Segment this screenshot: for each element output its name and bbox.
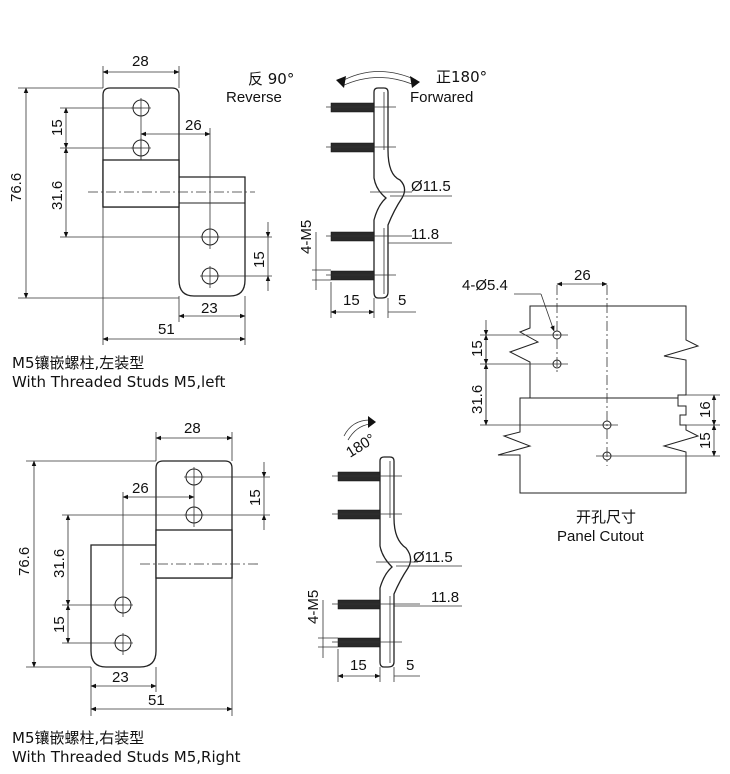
right-dim-26: 26 [132,480,149,497]
rotation-arrow-top [339,71,417,83]
side-view-top: 反 90° Reverse 正180° Forwared Ø11.5 11.8 … [226,68,487,318]
side-top-plate [373,87,406,299]
left-caption-cn: M5镶嵌螺柱,左装型 [12,354,144,372]
right-dim-15-upper: 15 [247,489,264,506]
right-dim-76: 76.6 [16,547,33,576]
left-dim-316: 31.6 [49,181,66,210]
left-dim-51: 51 [158,321,175,338]
left-hinge-barrel [102,159,180,208]
side-bottom-dim-5: 5 [406,657,414,674]
right-caption-en: With Threaded Studs M5,Right [12,748,241,766]
left-dim-15-lower: 15 [251,251,268,268]
reverse-label-cn: 反 90° [248,70,294,88]
left-dim-15: 15 [49,119,66,136]
rotation-arrow-bottom [343,419,371,437]
cutout-holes-label: 4-Ø5.4 [462,277,508,294]
right-caption-cn: M5镶嵌螺柱,右装型 [12,729,144,747]
left-dim-23: 23 [201,300,218,317]
side-top-studs [330,102,375,281]
side-bottom-dim-118: 11.8 [431,589,459,606]
right-dim-316: 31.6 [51,549,68,578]
right-dim-15: 15 [51,616,68,633]
right-hinge-barrel [155,529,233,579]
panel-cutout: 26 4-Ø5.4 15 31.6 16 15 开孔尺寸 Panel Cutou… [462,267,720,545]
left-caption-en: With Threaded Studs M5,left [12,373,225,391]
side-top-dim-15: 15 [343,292,360,309]
side-bottom-studs-label: 4-M5 [305,590,322,624]
cutout-dim-316: 31.6 [469,385,486,414]
cutout-dim-15-right: 15 [697,432,714,449]
cutout-dim-15: 15 [469,340,486,357]
side-top-dim-118: 11.8 [411,226,439,243]
cutout-caption-cn: 开孔尺寸 [576,508,636,526]
left-dim-26: 26 [185,117,202,134]
right-dim-23: 23 [112,669,129,686]
right-hinge-view: 28 15 26 76.6 31.6 15 23 51 [12,420,270,766]
left-dim-76: 76.6 [8,173,25,202]
side-top-dim-5: 5 [398,292,406,309]
cutout-caption-en: Panel Cutout [557,528,645,545]
side-top-studs-label: 4-M5 [298,220,315,254]
forward-label-en: Forwared [410,89,473,106]
reverse-label-en: Reverse [226,89,282,106]
right-hinge-lower-leaf [90,544,157,668]
side-bottom-dia: Ø11.5 [413,549,453,566]
cutout-holes [552,330,612,461]
left-dim-28: 28 [132,53,149,70]
side-bottom-dim-15: 15 [350,657,367,674]
left-hinge-view: 28 76.6 15 31.6 26 15 23 51 [8,53,272,391]
cutout-dim-26: 26 [574,267,591,284]
cutout-dim-16: 16 [697,401,714,418]
side-view-bottom: 180° Ø11.5 11.8 4-M5 15 5 [305,416,462,682]
side-bottom-rot: 180° [343,431,378,462]
left-hinge-lower-leaf [178,176,246,297]
cutout-outline [497,305,700,494]
right-dim-51: 51 [148,692,165,709]
right-dim-28: 28 [184,420,201,437]
forward-label-cn: 正180° [436,68,487,86]
side-top-dia: Ø11.5 [411,178,451,195]
side-bottom-studs [337,471,381,648]
